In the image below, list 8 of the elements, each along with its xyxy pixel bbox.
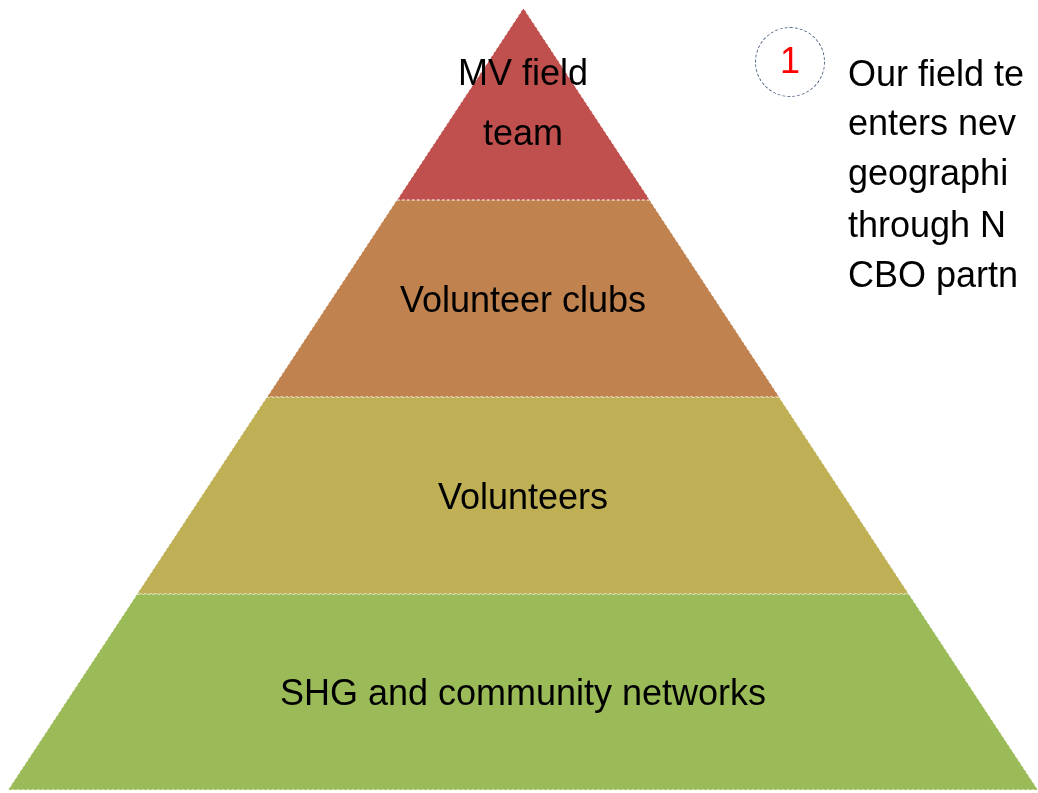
description-text: geographi xyxy=(848,152,1009,194)
tier-label: Volunteers xyxy=(436,475,610,518)
description-text: Our field te xyxy=(848,53,1025,95)
description-text: through N xyxy=(848,204,1007,246)
description-text: CBO partn xyxy=(848,254,1019,296)
tier-label: Volunteer clubs xyxy=(398,278,648,321)
description-text: enters nev xyxy=(848,102,1017,144)
tier-label: SHG and community networks xyxy=(278,672,768,714)
